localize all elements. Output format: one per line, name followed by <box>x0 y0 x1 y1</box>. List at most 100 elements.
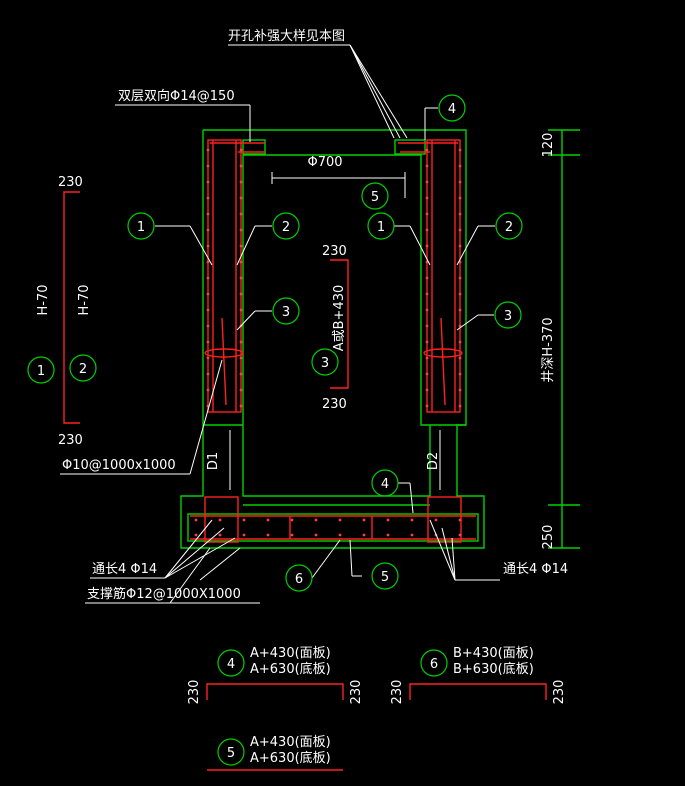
rebar-dot <box>338 533 342 537</box>
marker-1-detail: 1 <box>27 356 55 384</box>
rebar-dot <box>239 148 243 152</box>
rebar-dot <box>206 372 210 376</box>
rebar-dot <box>425 388 429 392</box>
svg-text:1: 1 <box>37 364 45 379</box>
rebar-dot <box>386 533 390 537</box>
svg-text:3: 3 <box>282 305 290 320</box>
rebar-dot <box>338 518 342 522</box>
marker-3-left: 3 <box>272 297 300 325</box>
rebar-dot <box>425 404 429 408</box>
rebar-dot <box>239 228 243 232</box>
rebar-dot <box>206 244 210 248</box>
rebar-dot <box>425 148 429 152</box>
rebar-dot <box>239 212 243 216</box>
rebar-dot <box>458 388 462 392</box>
rebar-dot <box>425 372 429 376</box>
center-hook-top: 230 <box>322 244 347 259</box>
double-layer-bar-label: 双层双向Φ14@150 <box>118 88 235 104</box>
rebar-dot <box>425 212 429 216</box>
rebar-dot <box>194 518 198 522</box>
rebar-dot <box>458 372 462 376</box>
svg-text:6: 6 <box>430 657 438 672</box>
rebar-dot <box>458 276 462 280</box>
svg-text:2: 2 <box>282 220 290 235</box>
rebar-dot <box>425 324 429 328</box>
long-bar-right-label: 通长4 Φ14 <box>503 562 568 577</box>
marker-3-center: 3 <box>311 348 339 376</box>
marker-1-right: 1 <box>367 212 395 240</box>
rebar-dot <box>458 244 462 248</box>
rebar-dot <box>239 356 243 360</box>
rebar-dot <box>458 308 462 312</box>
rebar-dot <box>314 533 318 537</box>
rebar-dot <box>425 340 429 344</box>
rebar-dot <box>206 324 210 328</box>
schedule-bar-5: 5 A+430(面板) A+630(底板) <box>207 735 343 771</box>
svg-text:A+630(底板): A+630(底板) <box>250 661 331 677</box>
rebar-dot <box>239 164 243 168</box>
marker-4-top: 4 <box>438 94 466 122</box>
svg-text:230: 230 <box>390 680 405 705</box>
rebar-dot <box>458 164 462 168</box>
rebar-dot <box>206 212 210 216</box>
marker-3-right: 3 <box>494 301 522 329</box>
bottom-slab-dim: 250 <box>541 525 556 550</box>
marker-2-left: 2 <box>272 212 300 240</box>
rebar-dot <box>425 196 429 200</box>
svg-text:1: 1 <box>137 220 145 235</box>
rebar-dot <box>362 518 366 522</box>
svg-text:6: 6 <box>295 572 303 587</box>
rebar-dot <box>239 196 243 200</box>
svg-text:2: 2 <box>505 220 513 235</box>
center-bar-length: A或B+430 <box>332 285 347 352</box>
rebar-dot <box>239 404 243 408</box>
left-bar-1-length: H-70 <box>36 284 51 315</box>
svg-text:3: 3 <box>504 309 512 324</box>
long-bar-left-label: 通长4 Φ14 <box>92 562 157 577</box>
rebar-dot <box>434 518 438 522</box>
rebar-dot <box>386 518 390 522</box>
center-hook-bottom: 230 <box>322 397 347 412</box>
rebar-dot <box>218 533 222 537</box>
svg-text:A+430(面板): A+430(面板) <box>250 735 331 750</box>
rebar-dot <box>239 244 243 248</box>
svg-text:A+430(面板): A+430(面板) <box>250 646 331 661</box>
svg-text:230: 230 <box>552 680 567 705</box>
svg-text:5: 5 <box>227 746 235 761</box>
rebar-dot <box>206 228 210 232</box>
rebar-dot <box>314 518 318 522</box>
rebar-dot <box>425 292 429 296</box>
rebar-dot <box>410 533 414 537</box>
rebar-dot <box>218 518 222 522</box>
rebar-dot <box>239 340 243 344</box>
rebar-dot <box>425 180 429 184</box>
leader-lines <box>60 44 500 604</box>
rebar-dot <box>266 533 270 537</box>
svg-text:3: 3 <box>321 356 329 371</box>
rebar-dot <box>239 372 243 376</box>
svg-text:230: 230 <box>349 680 364 705</box>
schedule-bar-4: 4 A+430(面板) A+630(底板) 230 230 <box>187 646 364 704</box>
rebar-dot <box>206 148 210 152</box>
marker-2-detail: 2 <box>69 354 97 382</box>
rebar-dot <box>239 260 243 264</box>
rebar-dot <box>458 324 462 328</box>
rebar-dot <box>266 518 270 522</box>
bar-schedule: 4 A+430(面板) A+630(底板) 230 230 6 B+430(面板… <box>187 646 567 771</box>
marker-5-base: 5 <box>371 562 399 590</box>
rebar-dot <box>206 340 210 344</box>
marker-2-right: 2 <box>495 212 523 240</box>
rebar-dot <box>206 260 210 264</box>
rebar-dot <box>458 518 462 522</box>
rebar-dot <box>206 276 210 280</box>
rebar-dot <box>290 518 294 522</box>
rebar-dot <box>425 308 429 312</box>
rebar-dot <box>206 356 210 360</box>
rebar-dot <box>239 276 243 280</box>
text-labels: 开孔补强大样见本图 双层双向Φ14@150 Φ700 230 230 230 2… <box>36 29 568 602</box>
rebar-dot <box>362 533 366 537</box>
opening-reinforcement-note: 开孔补强大样见本图 <box>228 29 345 44</box>
svg-text:1: 1 <box>377 220 385 235</box>
rebar-dot <box>458 228 462 232</box>
rebar-dot <box>242 518 246 522</box>
